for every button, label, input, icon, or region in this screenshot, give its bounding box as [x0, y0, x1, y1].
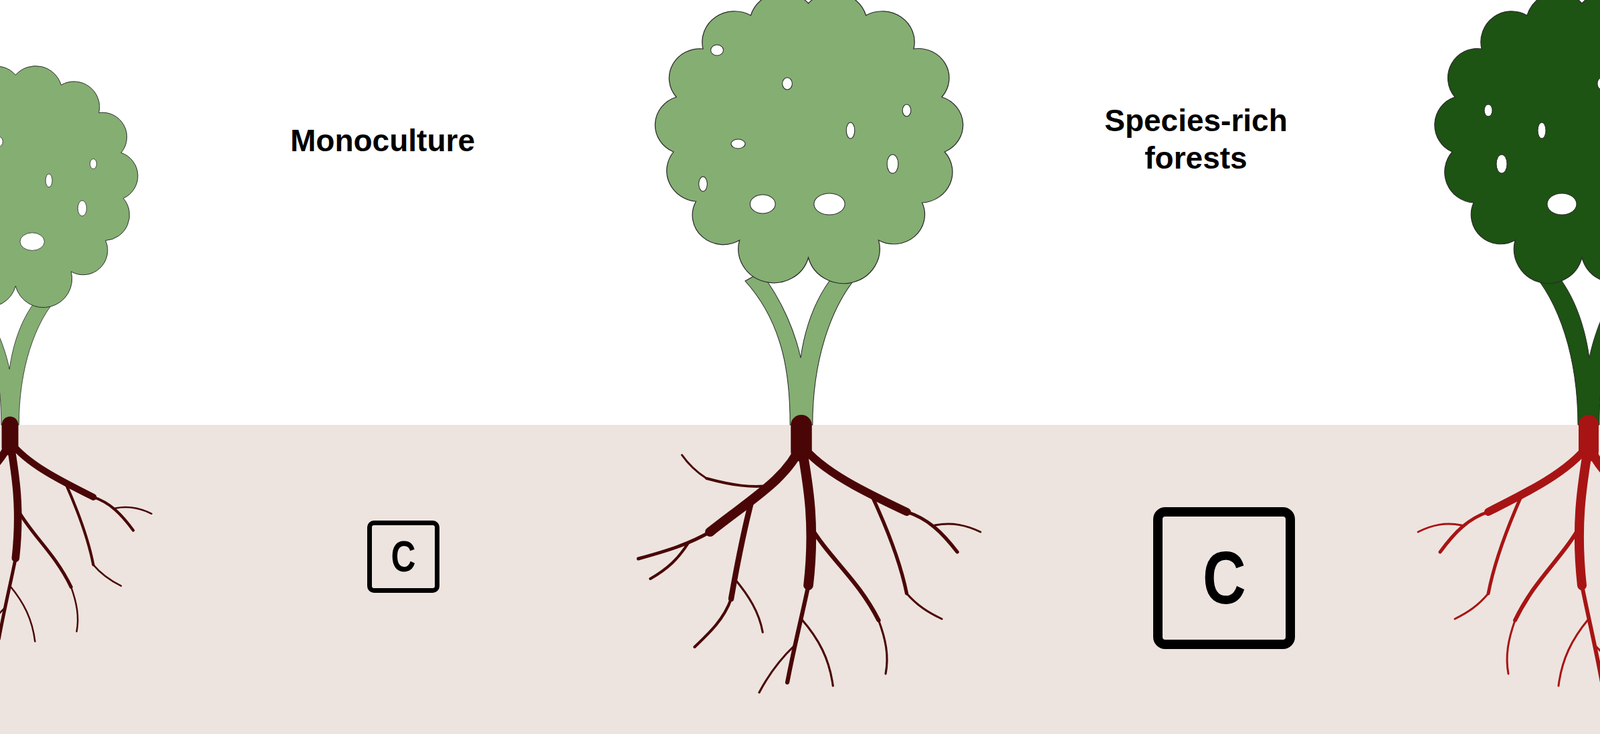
carbon-symbol: C: [391, 535, 417, 578]
panel-heading: Monoculture: [242, 122, 524, 160]
monoculture-tree: [638, 0, 980, 693]
tree-crown: [1434, 0, 1600, 425]
carbon-stock-box: C: [1153, 507, 1295, 649]
carbon-stock-box: C: [367, 520, 440, 593]
tree-roots: [638, 424, 980, 693]
tree-crown: [654, 0, 963, 425]
panel-heading: Species-rich forests: [1085, 101, 1307, 177]
carbon-symbol: C: [1202, 540, 1247, 616]
tree-crown: [0, 66, 138, 425]
tree-roots: [0, 424, 152, 647]
tree-roots: [1418, 424, 1600, 693]
monoculture-tree: [0, 66, 152, 647]
diverse-tree: [1418, 0, 1600, 693]
soil-band: [0, 424, 1600, 734]
